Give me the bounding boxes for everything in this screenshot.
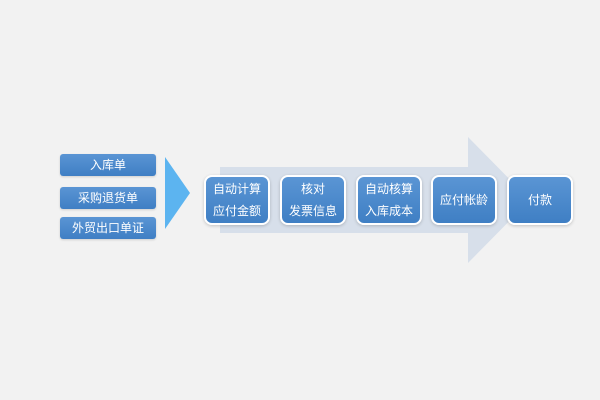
step-line: 自动核算	[364, 182, 413, 196]
step-line: 应付金额	[212, 204, 261, 218]
source-doc-inbound: 入库单	[60, 154, 156, 176]
step-calc-payable: 自动计算 应付金额	[204, 175, 270, 225]
step-line: 应付帐龄	[439, 193, 488, 207]
step-line: 入库成本	[364, 204, 413, 218]
source-doc-label: 外贸出口单证	[71, 221, 144, 235]
step-payment: 付款	[507, 175, 573, 225]
step-check-invoice: 核对 发票信息	[280, 175, 346, 225]
source-doc-purchase-return: 采购退货单	[60, 187, 156, 209]
step-inbound-cost: 自动核算 入库成本	[356, 175, 422, 225]
source-doc-label: 入库单	[89, 158, 126, 172]
step-line: 核对	[300, 182, 325, 196]
source-merge-arrow	[165, 157, 190, 229]
step-line: 付款	[527, 193, 552, 207]
source-doc-export: 外贸出口单证	[60, 217, 156, 239]
step-line: 发票信息	[288, 204, 337, 218]
source-doc-label: 采购退货单	[77, 191, 138, 205]
step-line: 自动计算	[212, 182, 261, 196]
step-payable-aging: 应付帐龄	[431, 175, 497, 225]
